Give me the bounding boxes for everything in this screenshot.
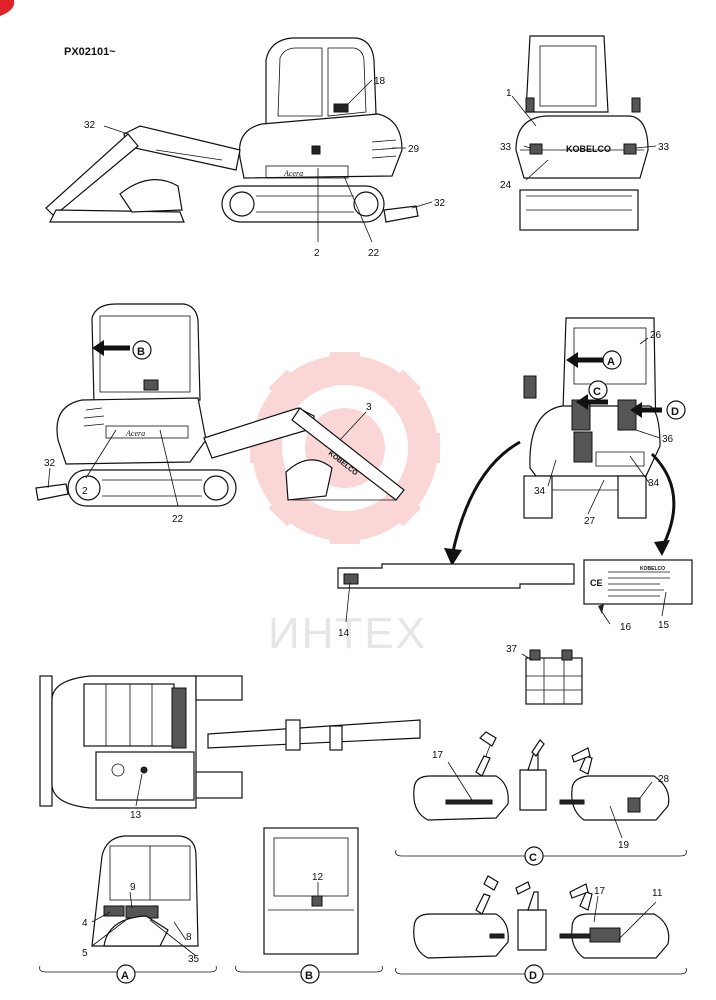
- svg-text:D: D: [671, 406, 679, 418]
- callout-14: 14: [338, 628, 350, 639]
- callout-2: 2: [314, 248, 320, 259]
- callout-12: 12: [312, 872, 324, 883]
- detail-d-control-levers: [395, 875, 687, 981]
- callout-33: 33: [658, 142, 670, 153]
- svg-text:B: B: [137, 346, 145, 358]
- svg-text:A: A: [121, 970, 129, 982]
- callout-29: 29: [408, 144, 420, 155]
- callout-37: 37: [506, 644, 518, 655]
- callout-labels: 32 18 29 2 22 32 1 33 33 24 32 2 22 3 26…: [44, 76, 674, 965]
- plate-ce-mark: CE: [590, 578, 603, 588]
- excavator-top-view: [39, 675, 421, 809]
- callout-35: 35: [188, 954, 200, 965]
- callout-9: 9: [130, 882, 136, 893]
- callout-27: 27: [584, 516, 596, 527]
- callout-17: 17: [432, 750, 444, 761]
- leader-lines: [47, 79, 667, 957]
- view-label-a-top: A: [602, 350, 622, 370]
- view-label-b-top: B: [132, 340, 152, 360]
- callout-2: 2: [82, 486, 88, 497]
- detail-b-cab-door: [235, 827, 383, 979]
- view-label-a-detail: A: [116, 964, 136, 984]
- callout-32: 32: [434, 198, 446, 209]
- callout-15: 15: [658, 620, 670, 631]
- callout-24: 24: [500, 180, 512, 191]
- callout-19: 19: [618, 840, 630, 851]
- svg-text:C: C: [529, 852, 537, 864]
- view-label-d-detail: D: [524, 964, 544, 984]
- svg-text:A: A: [607, 356, 615, 368]
- detail-c-control-levers: [395, 731, 687, 863]
- callout-17: 17: [594, 886, 606, 897]
- callout-5: 5: [82, 948, 88, 959]
- pointer-arrows: [92, 340, 676, 566]
- callout-18: 18: [374, 76, 386, 87]
- excavator-side-view-right: Acera: [45, 37, 419, 223]
- callout-22: 22: [368, 248, 380, 259]
- control-valve-block: [525, 649, 583, 705]
- callout-22: 22: [172, 514, 184, 525]
- callout-36: 36: [662, 434, 674, 445]
- view-label-d-top: D: [666, 400, 686, 420]
- svg-text:Acera: Acera: [283, 169, 303, 178]
- callout-34: 34: [648, 478, 660, 489]
- callout-33: 33: [500, 142, 512, 153]
- detail-a-cab-interior: [39, 835, 217, 979]
- callout-1: 1: [506, 88, 512, 99]
- callout-26: 26: [650, 330, 662, 341]
- name-plate: KOBELCO CE: [583, 559, 693, 614]
- svg-text:Acera: Acera: [125, 429, 145, 438]
- serial-range-label: PX02101~: [64, 46, 116, 58]
- callout-13: 13: [130, 810, 142, 821]
- callout-11: 11: [652, 888, 663, 899]
- decal-strip: [337, 563, 575, 589]
- callout-32: 32: [84, 120, 96, 131]
- view-label-b-detail: B: [300, 964, 320, 984]
- callout-8: 8: [186, 932, 192, 943]
- callout-4: 4: [82, 918, 88, 929]
- excavator-rear-view: KOBELCO: [515, 35, 649, 231]
- svg-text:KOBELCO: KOBELCO: [566, 144, 611, 154]
- plate-brand: KOBELCO: [640, 566, 665, 572]
- callout-3: 3: [366, 402, 372, 413]
- svg-text:D: D: [529, 970, 537, 982]
- view-label-c-top: C: [588, 380, 608, 400]
- svg-text:B: B: [305, 970, 313, 982]
- callout-16: 16: [620, 622, 632, 633]
- view-label-c-detail: C: [524, 846, 544, 866]
- svg-text:C: C: [593, 386, 601, 398]
- callout-34: 34: [534, 486, 546, 497]
- callout-28: 28: [658, 774, 670, 785]
- corner-marker: [0, 0, 15, 16]
- callout-32: 32: [44, 458, 56, 469]
